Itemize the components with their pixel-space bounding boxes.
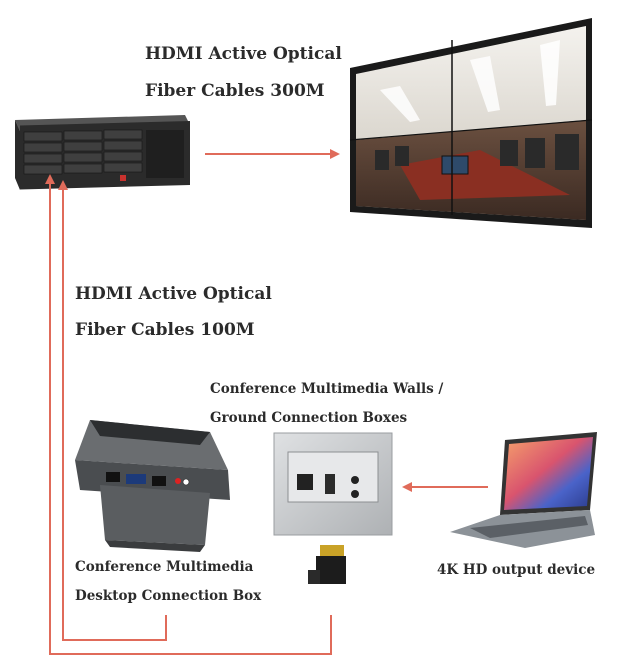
label-fiber-300m-line1: HDMI Active Optical: [145, 44, 342, 64]
label-desktop-box-line2: Desktop Connection Box: [75, 588, 262, 604]
label-desktop-box-line1: Conference Multimedia: [75, 559, 254, 575]
hdmi-adapter: [308, 545, 346, 584]
wall-connection-box: [273, 432, 393, 536]
label-fiber-100m-line1: HDMI Active Optical: [75, 284, 272, 304]
label-wall-box-line2: Ground Connection Boxes: [210, 410, 408, 426]
matrix-switcher: [15, 115, 190, 190]
label-output-device: 4K HD output device: [437, 562, 596, 578]
label-wall-box-line1: Conference Multimedia Walls /: [210, 381, 444, 397]
label-fiber-300m-line2: Fiber Cables 300M: [145, 81, 325, 101]
label-fiber-100m-line2: Fiber Cables 100M: [75, 320, 255, 340]
video-wall-display: [349, 18, 593, 228]
laptop-output-device: [450, 432, 597, 548]
cable-desktop-box-to-switch: [58, 180, 167, 641]
cable-plate-to-switch: [45, 174, 332, 655]
desktop-connection-box: [75, 420, 230, 552]
signal-arrows: [45, 149, 488, 655]
